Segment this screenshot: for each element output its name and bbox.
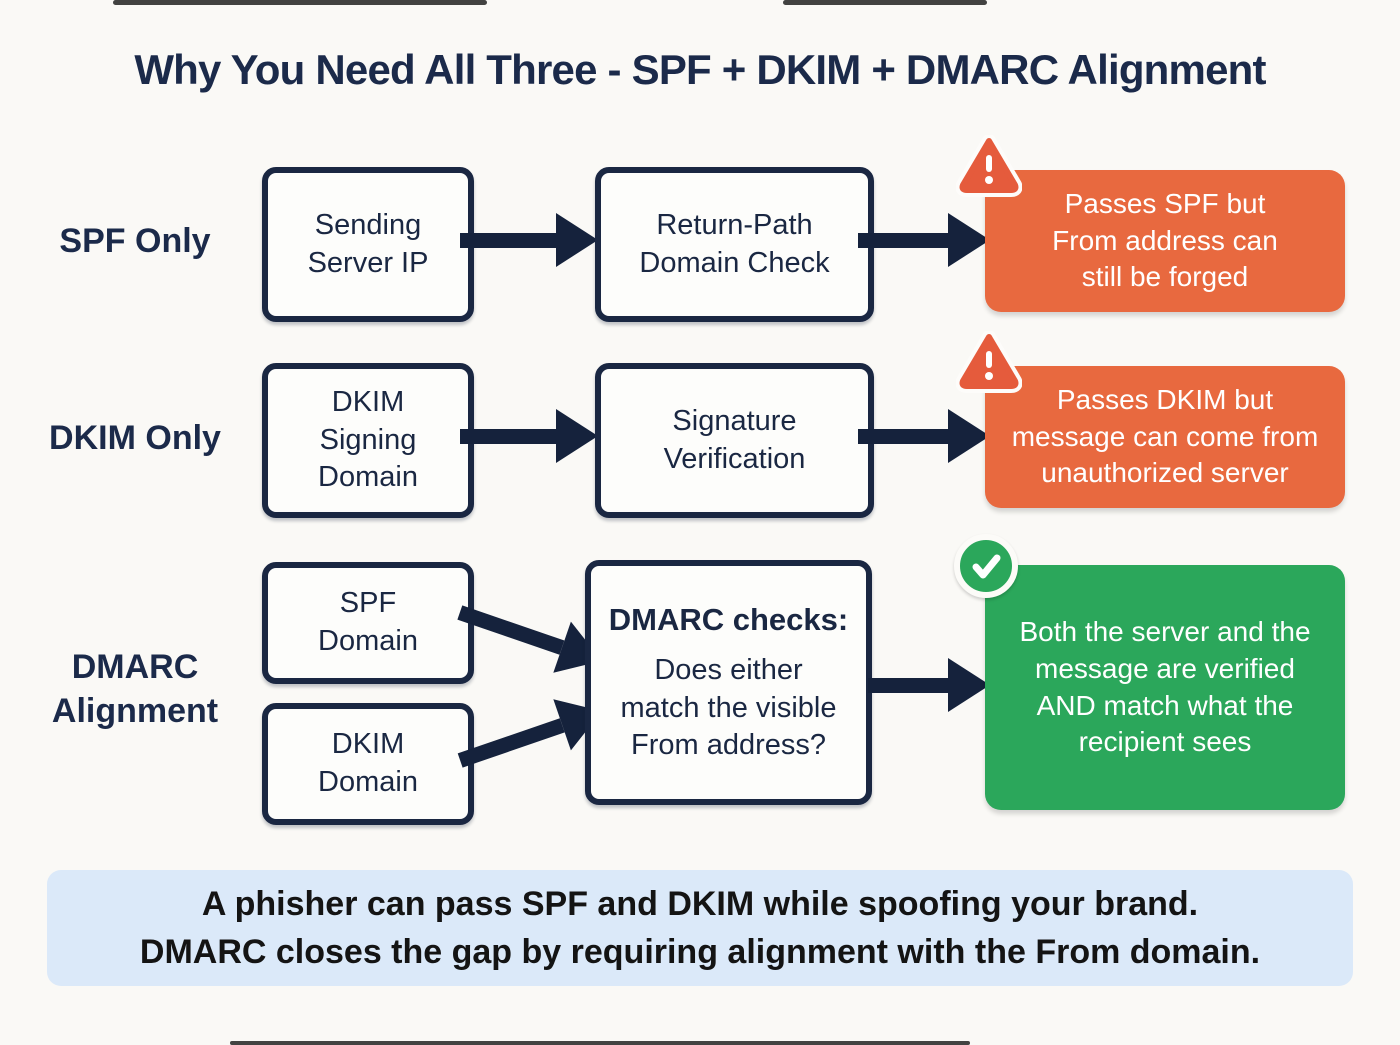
edge-artifact bbox=[230, 1041, 970, 1045]
arrow-right bbox=[858, 409, 990, 463]
arrow-head bbox=[948, 409, 990, 463]
warning-icon bbox=[955, 134, 1023, 202]
arrow-head bbox=[948, 658, 990, 712]
node-dkim-signing-domain: DKIM Signing Domain bbox=[262, 363, 474, 518]
row-label-spf-only: SPF Only bbox=[59, 222, 211, 260]
node-signature-verification: Signature Verification bbox=[595, 363, 874, 518]
arrow-right bbox=[460, 213, 598, 267]
result-dkim-failure: Passes DKIM but message can come from un… bbox=[985, 366, 1345, 508]
summary-note: A phisher can pass SPF and DKIM while sp… bbox=[47, 870, 1353, 986]
arrow-shaft bbox=[460, 428, 556, 444]
row-label-dkim-only: DKIM Only bbox=[49, 419, 221, 457]
edge-artifact bbox=[113, 0, 487, 5]
dmarc-checks-title: DMARC checks: bbox=[608, 601, 849, 637]
arrow-shaft bbox=[868, 677, 948, 693]
result-dmarc-success: Both the server and the message are veri… bbox=[985, 565, 1345, 810]
warning-icon bbox=[955, 330, 1023, 398]
result-spf-failure: Passes SPF but From address can still be… bbox=[985, 170, 1345, 312]
arrow-head bbox=[556, 409, 598, 463]
arrow-head bbox=[556, 213, 598, 267]
dmarc-checks-body: Does either match the visible From addre… bbox=[620, 654, 837, 762]
arrow-shaft bbox=[858, 232, 948, 248]
node-spf-domain: SPF Domain bbox=[262, 562, 474, 684]
node-dmarc-checks: DMARC checks: Does either match the visi… bbox=[585, 560, 872, 805]
edge-artifact bbox=[783, 0, 987, 5]
row-label-dmarc-alignment: DMARC Alignment bbox=[51, 648, 219, 731]
node-return-path-domain-check: Return-Path Domain Check bbox=[595, 167, 874, 322]
node-sending-server-ip: Sending Server IP bbox=[262, 167, 474, 322]
arrow-shaft bbox=[460, 232, 556, 248]
page-title: Why You Need All Three - SPF + DKIM + DM… bbox=[134, 46, 1266, 93]
arrow-right bbox=[858, 213, 990, 267]
arrow-head bbox=[948, 213, 990, 267]
arrow-right bbox=[868, 658, 990, 712]
arrow-right bbox=[460, 409, 598, 463]
arrow-shaft bbox=[858, 428, 948, 444]
check-icon bbox=[954, 534, 1018, 598]
node-dkim-domain: DKIM Domain bbox=[262, 703, 474, 825]
